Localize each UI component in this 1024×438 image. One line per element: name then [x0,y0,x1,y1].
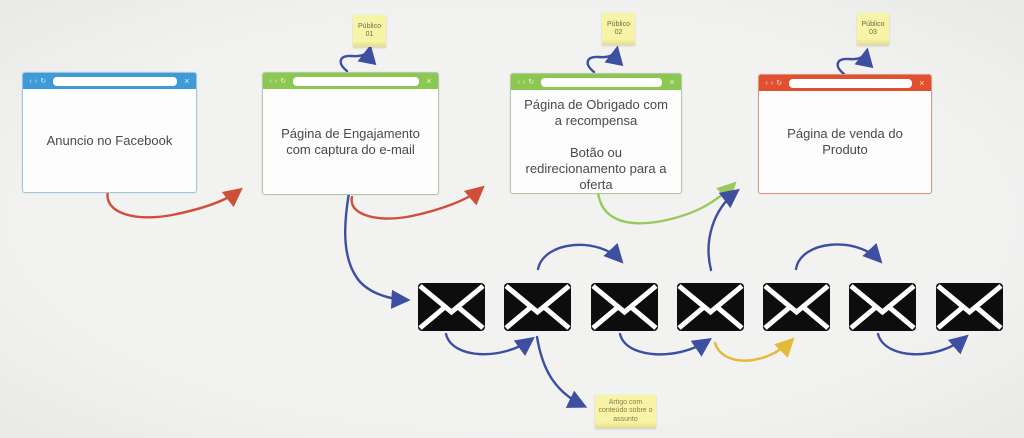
forward-icon: › [274,77,278,85]
refresh-icon: ↻ [528,78,535,86]
browser-titlebar: ‹ › ↻ × [511,74,681,90]
close-icon: × [919,77,925,88]
sticky-note-label: Artigo com conteúdo sobre o assunto [598,398,653,423]
arrow-email4-to-email5 [713,337,795,362]
sticky-note-label: Público 03 [861,20,885,37]
sticky-note-label: Público 02 [607,20,630,37]
browser-window-facebook-ad: ‹ › ↻ × Anuncio no Facebook [22,72,197,193]
envelope-icon [590,283,658,331]
browser-titlebar: ‹ › ↻ × [263,73,438,89]
url-bar [788,78,913,88]
back-icon: ‹ [269,77,272,85]
arrow-email5-to-email6 [794,243,883,271]
refresh-icon: ↻ [776,79,783,87]
browser-window-sales-page: ‹ › ↻ × Página de venda do Produto [758,74,932,194]
sticky-note-publico-01: Público 01 [353,15,386,47]
window-content: Página de venda do Produto [759,91,931,193]
sticky-note-artigo: Artigo com conteúdo sobre o assunto [595,395,656,428]
refresh-icon: ↻ [40,77,47,85]
window-content: Página de Obrigado com a recompensa Botã… [511,90,681,193]
browser-window-engagement-page: ‹ › ↻ × Página de Engajamento com captur… [262,72,439,195]
close-icon: × [426,75,432,86]
arrow-email1-to-email2 [444,332,535,356]
window-content: Anuncio no Facebook [23,89,196,192]
forward-icon: › [522,78,526,86]
back-icon: ‹ [517,78,520,86]
sticky-note-publico-02: Público 02 [602,13,635,45]
envelope-icon [418,283,485,331]
close-icon: × [669,76,675,87]
envelope-icon [935,283,1003,331]
url-bar [52,76,178,86]
envelope-icon [504,283,572,331]
arrow-engagement-to-publico01 [339,44,377,73]
sticky-note-label: Público 01 [358,22,381,39]
window-label: Página de venda do Produto [787,126,903,157]
arrow-email2-to-email3 [536,243,624,271]
envelope-icon [849,283,917,331]
arrow-thankyou-to-publico02 [586,45,624,74]
arrow-email6-to-email7 [876,332,969,356]
url-bar [292,76,420,86]
back-icon: ‹ [765,79,768,87]
window-label: Página de Obrigado com a recompensa [524,97,668,128]
email-sequence-row [418,283,1003,331]
browser-window-thankyou-page: ‹ › ↻ × Página de Obrigado com a recompe… [510,73,682,194]
close-icon: × [184,75,190,86]
window-content: Página de Engajamento com captura do e-m… [263,89,438,194]
arrow-email4-to-sales [707,188,740,272]
window-label: Página de Engajamento com captura do e-m… [281,125,420,157]
arrow-sales-to-publico03 [836,47,874,76]
arrow-email2-to-artigo [535,335,588,408]
envelope-icon [763,283,831,331]
forward-icon: › [34,77,38,85]
envelope-icon [676,283,744,331]
back-icon: ‹ [29,77,32,85]
sticky-note-publico-03: Público 03 [857,13,889,45]
arrow-facebook-to-engagement [106,187,243,219]
browser-titlebar: ‹ › ↻ × [23,73,196,89]
forward-icon: › [770,79,774,87]
url-bar [540,77,663,87]
arrow-email3-to-email4 [618,332,712,357]
arrow-engagement-to-email1 [343,191,411,309]
refresh-icon: ↻ [280,77,287,85]
window-label-secondary: Botão ou redirecionamento para a oferta [525,145,667,192]
window-label: Anuncio no Facebook [46,132,173,148]
browser-titlebar: ‹ › ↻ × [759,75,931,91]
